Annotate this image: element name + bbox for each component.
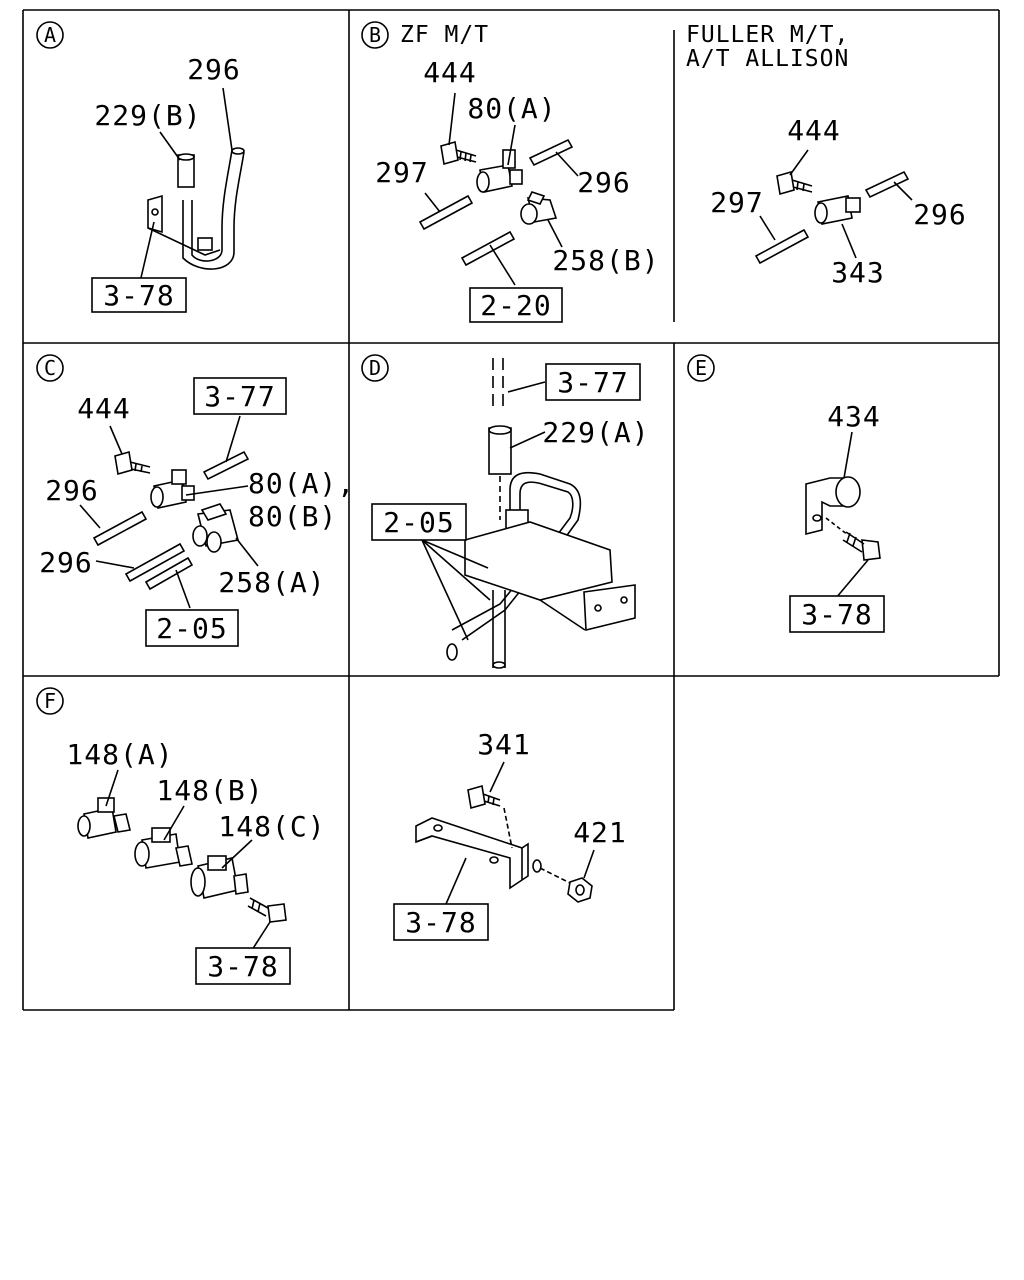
ref-box-3-78: [393, 903, 489, 941]
ref-3-78: 3-78: [207, 950, 278, 983]
tube-3-77: [202, 450, 250, 481]
ref-box-2-05: [371, 503, 467, 541]
nut-229a: [488, 427, 512, 475]
panel-marker-f-letter: F: [44, 689, 56, 713]
ref-box-3-78: [195, 947, 291, 985]
panel-marker-d: [361, 354, 389, 382]
tube-2-20: [460, 230, 516, 267]
panel-marker-b-letter: B: [369, 23, 381, 47]
label-421: 421: [573, 816, 627, 849]
alt-title-2: A/T ALLISON: [686, 46, 849, 72]
bracket-3-78: [415, 817, 523, 890]
label-80a: 80(A),: [248, 467, 355, 500]
label-296: 296: [577, 166, 631, 199]
label-434: 434: [827, 400, 881, 433]
ref-2-20: 2-20: [480, 289, 551, 322]
label-229a: 229(A): [542, 416, 649, 449]
panel-marker-a: [36, 21, 64, 49]
tube-296-lower-a: [124, 542, 186, 583]
ref-3-78: 3-78: [801, 598, 872, 631]
ref-3-78: 3-78: [405, 906, 476, 939]
label-297-alt: 297: [710, 186, 764, 219]
tube-296: [528, 138, 574, 167]
panel-marker-c-letter: C: [44, 356, 56, 380]
ref-3-78: 3-78: [103, 279, 174, 312]
panel-g: 341 421 3-78: [393, 728, 627, 941]
label-258a: 258(A): [218, 566, 325, 599]
bracket-a: [147, 194, 163, 234]
label-444-alt: 444: [787, 114, 841, 147]
label-296: 296: [187, 53, 241, 86]
panel-marker-c: [36, 354, 64, 382]
bolt-341: [467, 784, 486, 810]
label-296-alt: 296: [913, 198, 967, 231]
tube-296-upper: [92, 510, 148, 547]
tube-296-alt: [864, 170, 910, 199]
label-296-lower: 296: [39, 546, 93, 579]
nut-421: [567, 877, 593, 903]
label-296-upper: 296: [45, 474, 99, 507]
ref-3-77: 3-77: [204, 380, 275, 413]
label-148b: 148(B): [156, 774, 263, 807]
panel-d: D 3-77 229(A) 2-05: [361, 354, 649, 669]
bolt-444-alt: [776, 170, 795, 196]
label-341: 341: [477, 728, 531, 761]
label-343: 343: [831, 256, 885, 289]
tube-297-alt: [754, 228, 810, 265]
panel-b: B ZF M/T 444 80(A) 297 296 258(B) 2-20: [361, 21, 659, 323]
panel-marker-d-letter: D: [369, 356, 381, 380]
ref-box-2-05: [145, 609, 239, 647]
bolt-444: [440, 140, 459, 166]
tube-297: [418, 194, 474, 231]
ref-3-77: 3-77: [557, 366, 628, 399]
label-148a: 148(A): [66, 738, 173, 771]
label-258b: 258(B): [552, 244, 659, 277]
panel-c: C 3-77 444 296 80(A), 80(B) 296 258(: [36, 354, 355, 647]
bolt-f: [267, 903, 287, 923]
panel-marker-f: [36, 687, 64, 715]
grid-frame: [22, 9, 1000, 1011]
panel-b-title: ZF M/T: [400, 22, 489, 48]
panel-e: E 434 3-78: [687, 354, 885, 633]
tube-296-lower-b: [144, 556, 194, 591]
hose-296: [221, 149, 233, 229]
label-148c: 148(C): [218, 810, 325, 843]
panel-marker-e-letter: E: [695, 356, 707, 380]
label-80b: 80(B): [248, 500, 337, 533]
panel-marker-e: [687, 354, 715, 382]
alt-title-1: FULLER M/T,: [686, 22, 849, 48]
panel-f: F 148(A) 148(B) 148(C) 3-78: [36, 687, 325, 985]
bolt-e: [861, 539, 881, 561]
ref-box-3-77: [193, 377, 287, 415]
ref-box-2-20: [469, 287, 563, 323]
panel-marker-a-letter: A: [44, 23, 56, 47]
label-297: 297: [375, 156, 429, 189]
panel-marker-b: [361, 21, 389, 49]
ref-box-3-78: [789, 595, 885, 633]
label-444: 444: [423, 56, 477, 89]
ref-2-05: 2-05: [383, 506, 454, 539]
frame-bracket: [464, 521, 613, 601]
panel-b-alt: FULLER M/T, A/T ALLISON 444 297 296 343: [686, 22, 967, 289]
panel-a: A 296 229(B) 3-78: [36, 21, 245, 313]
label-80a: 80(A): [467, 92, 556, 125]
ref-box-3-77: [545, 363, 641, 401]
bolt-444-c: [114, 450, 133, 476]
ref-box-3-78: [91, 277, 187, 313]
ref-2-05: 2-05: [156, 612, 227, 645]
label-444: 444: [77, 392, 131, 425]
label-229b: 229(B): [94, 99, 201, 132]
brake-pipe: [461, 471, 582, 641]
